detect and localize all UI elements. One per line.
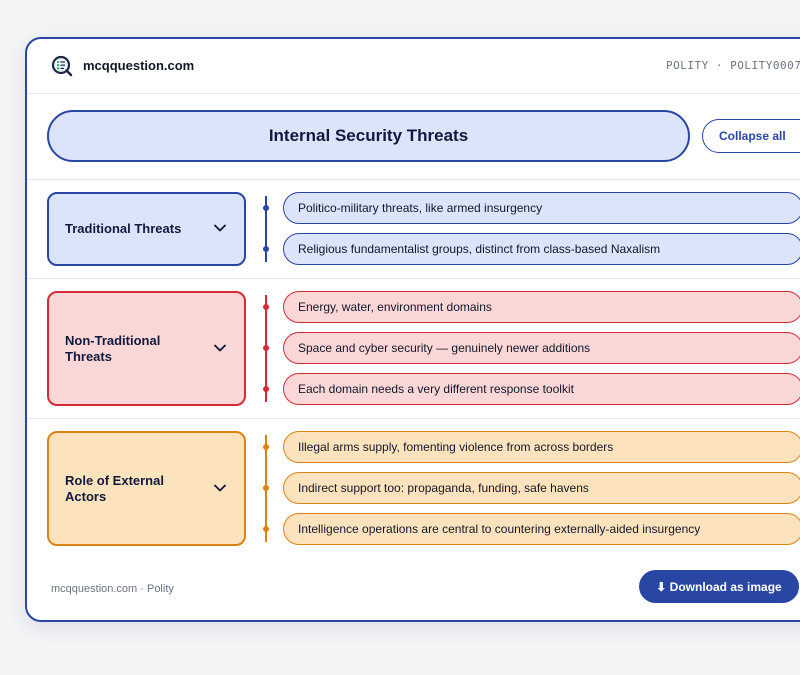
list-item: Illegal arms supply, fomenting violence … xyxy=(283,431,800,463)
footer-credit: mcqquestion.com · Polity xyxy=(51,583,174,595)
title-row: Internal Security Threats Collapse all xyxy=(27,94,800,180)
breadcrumb: POLITY · POLITY0007 xyxy=(666,59,800,72)
chevron-down-icon xyxy=(214,224,226,232)
chevron-down-icon xyxy=(214,484,226,491)
branch-dot xyxy=(263,386,269,392)
branch-dot xyxy=(263,304,269,310)
site-logo-icon xyxy=(51,55,73,77)
collapse-all-button[interactable]: Collapse all xyxy=(702,119,800,153)
card-header: mcqquestion.com POLITY · POLITY0007 xyxy=(27,39,800,94)
list-item: Religious fundamentalist groups, distinc… xyxy=(283,233,800,265)
list-item: Indirect support too: propaganda, fundin… xyxy=(283,472,800,504)
category-label: Role of External Actors xyxy=(65,472,164,504)
section-traditional-threats: Traditional Threats Politico-military th… xyxy=(27,180,800,279)
branch-dot xyxy=(263,444,269,450)
branch-dot xyxy=(263,246,269,252)
chevron-down-icon xyxy=(214,344,226,351)
category-label: Non-Traditional Threats xyxy=(65,332,161,364)
list-item: Space and cyber security — genuinely new… xyxy=(283,332,800,364)
list-item: Politico-military threats, like armed in… xyxy=(283,192,800,224)
branch-dot xyxy=(263,485,269,491)
category-node[interactable]: Traditional Threats xyxy=(47,192,246,266)
download-image-button[interactable]: ⬇ Download as image xyxy=(639,570,799,603)
branch-dot xyxy=(263,526,269,532)
branch-dot xyxy=(263,345,269,351)
site-name[interactable]: mcqquestion.com xyxy=(83,58,195,73)
branch-line xyxy=(265,196,267,262)
category-node[interactable]: Non-Traditional Threats xyxy=(47,291,246,406)
branch-dot xyxy=(263,205,269,211)
category-label: Traditional Threats xyxy=(65,221,182,236)
section-external-actors: Role of External Actors Illegal arms sup… xyxy=(27,419,800,559)
list-item: Energy, water, environment domains xyxy=(283,291,800,323)
list-item: Each domain needs a very different respo… xyxy=(283,373,800,405)
mindmap-card: mcqquestion.com POLITY · POLITY0007 Inte… xyxy=(25,37,800,622)
root-topic: Internal Security Threats xyxy=(47,110,690,162)
section-non-traditional-threats: Non-Traditional Threats Energy, water, e… xyxy=(27,279,800,419)
list-item: Intelligence operations are central to c… xyxy=(283,513,800,545)
category-node[interactable]: Role of External Actors xyxy=(47,431,246,546)
